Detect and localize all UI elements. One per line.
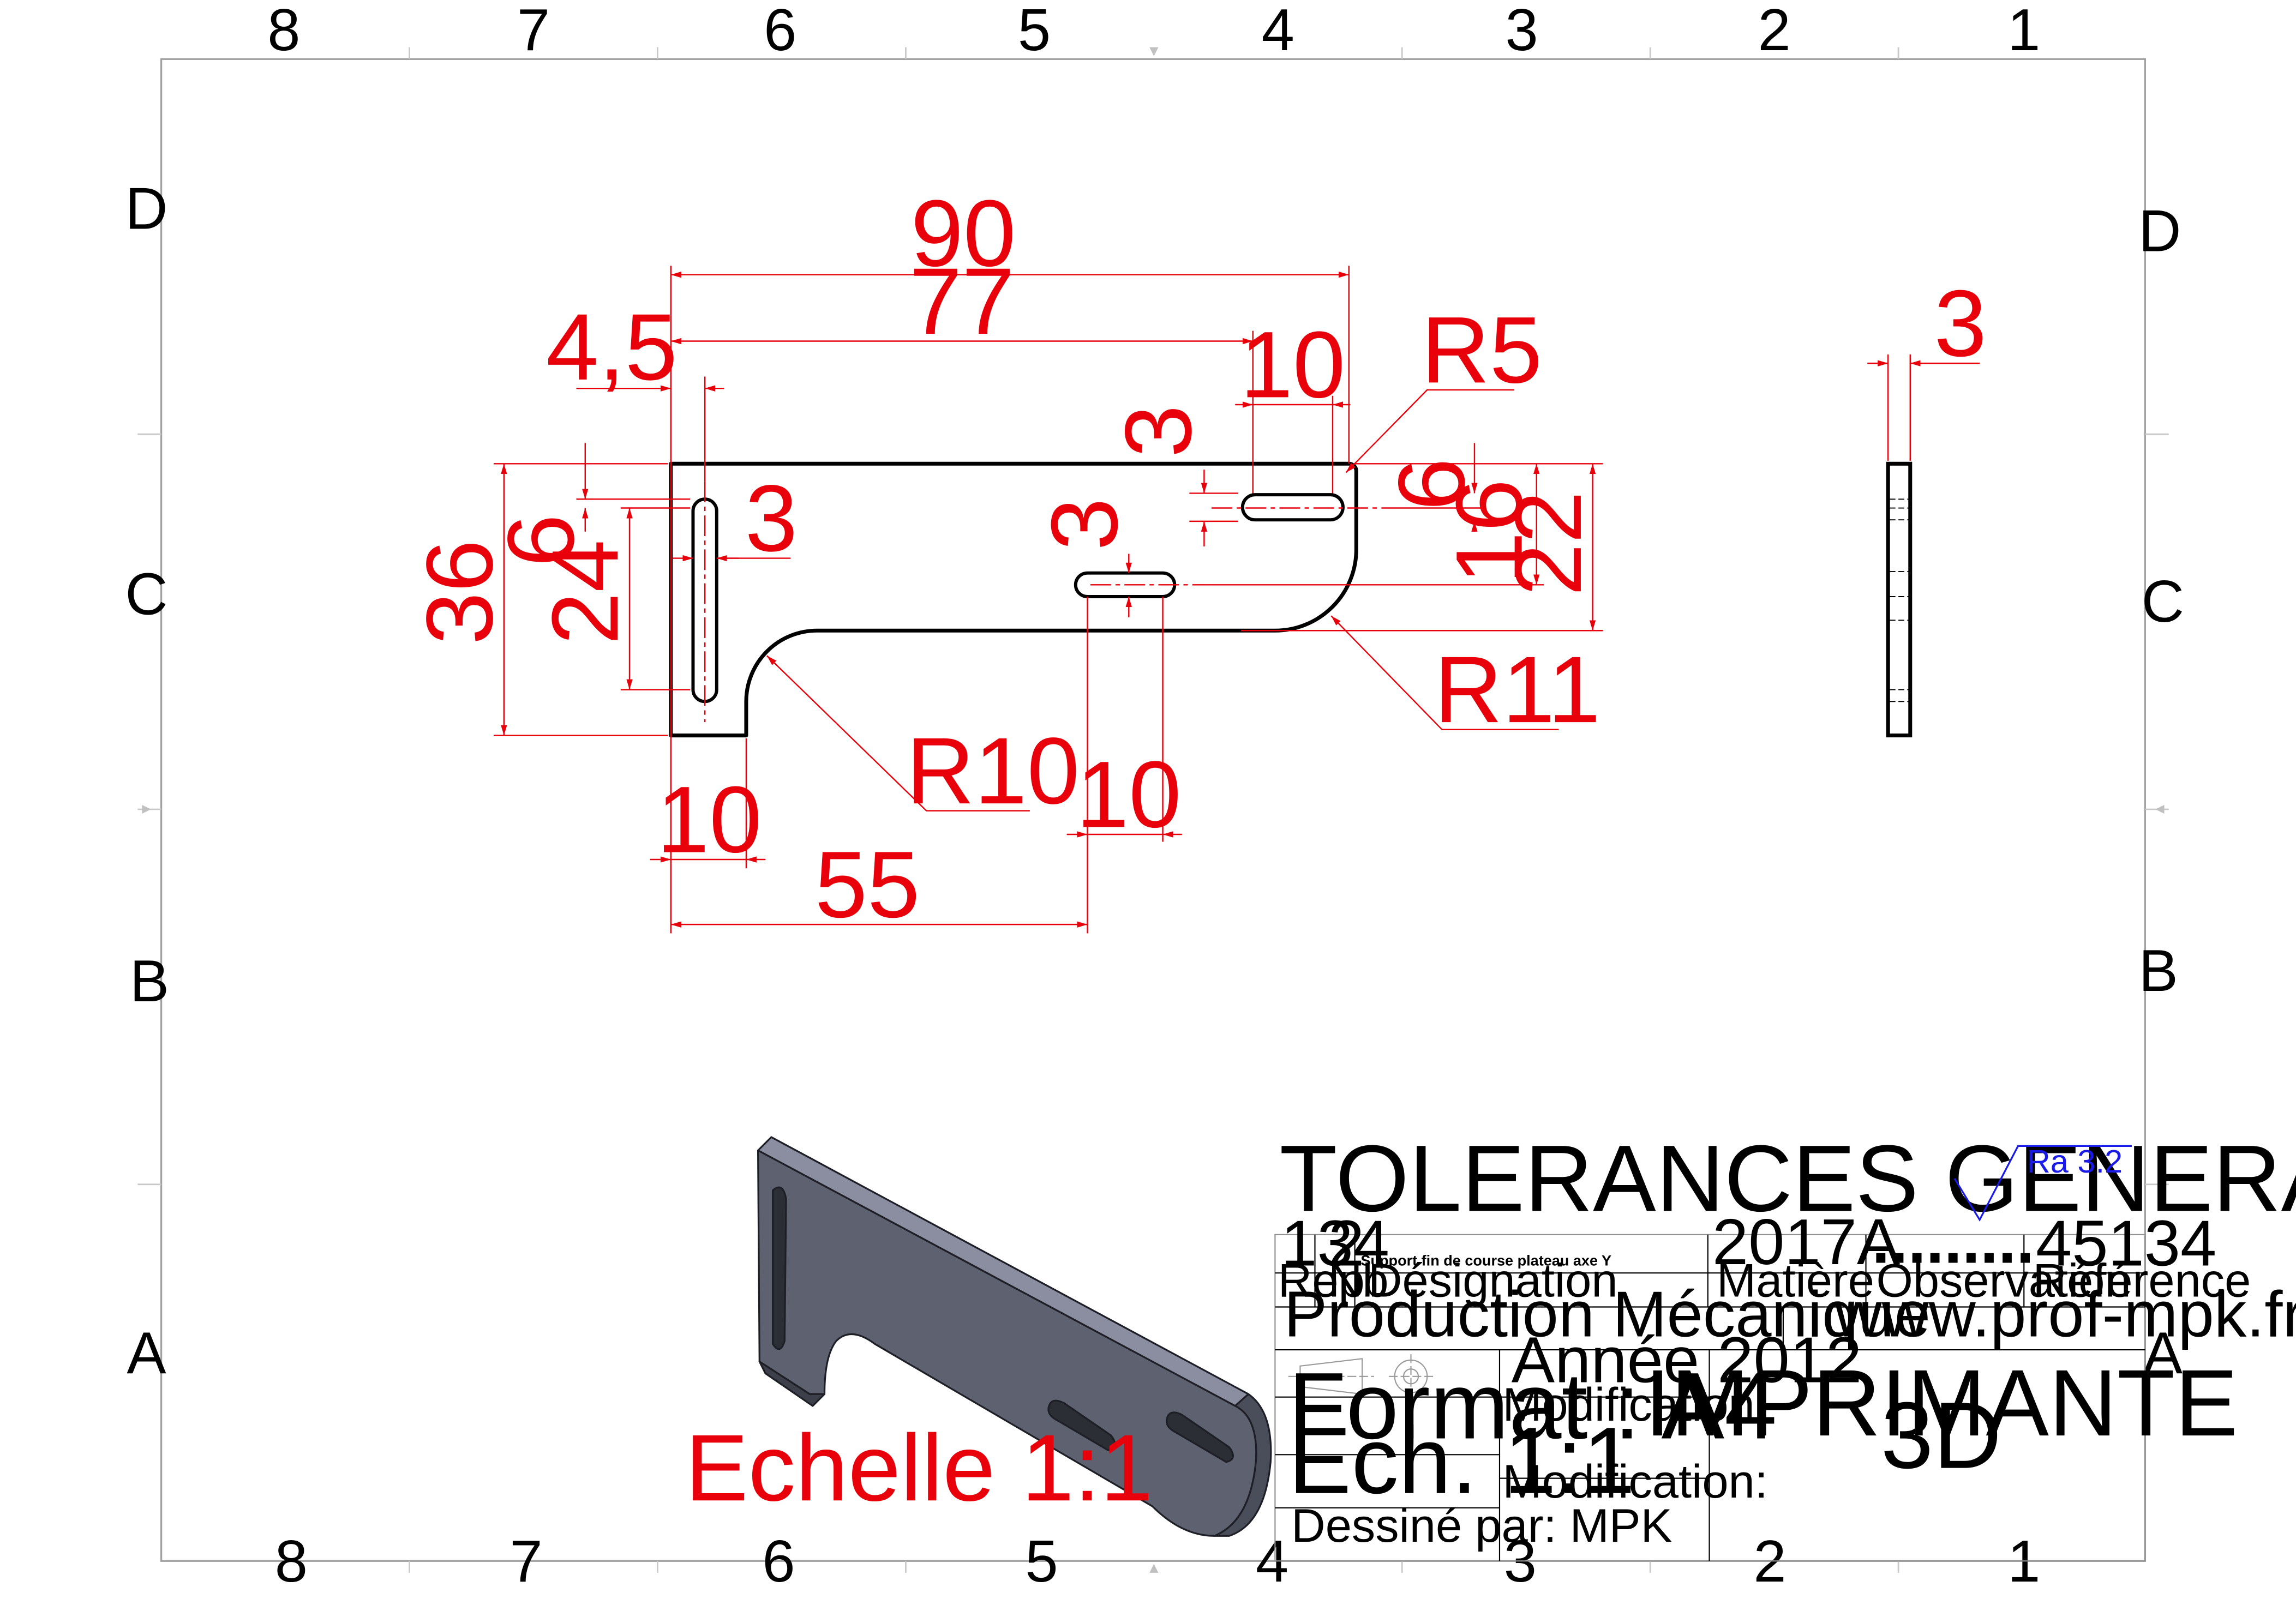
matiere-value: 2017A xyxy=(1712,1206,1901,1278)
dim-3-slot-left: 3 xyxy=(745,465,798,571)
zone-col-label: 2 xyxy=(1758,0,1791,63)
nb-value: 2 xyxy=(1328,1207,1364,1280)
dim-24: 24 xyxy=(532,539,638,645)
zone-col-label: 8 xyxy=(267,0,300,63)
tolerances-text: TOLERANCES GENERALES : ISO 2768 fH xyxy=(1280,1125,2296,1231)
modification-1: Modification: xyxy=(1502,1379,1767,1431)
reference-value: 45134 xyxy=(2036,1207,2216,1280)
nb-header: Nb xyxy=(1328,1255,1389,1307)
zone-col-label: 4 xyxy=(1262,0,1294,63)
centering-marks xyxy=(142,47,2165,1573)
zone-row-label: D xyxy=(2138,197,2181,263)
echelle-text: Ech. 1:1 xyxy=(1288,1408,1635,1513)
isometric-view xyxy=(757,1136,1272,1537)
annee-text: Année 2012 xyxy=(1512,1324,1862,1397)
zone-ticks xyxy=(137,47,2169,1573)
matiere-header: Matière xyxy=(1717,1255,1874,1307)
center-lines xyxy=(704,481,1382,723)
slot-right xyxy=(1240,493,1345,522)
zone-col-label: 6 xyxy=(764,0,796,63)
drawing-title-line2: 3D xyxy=(1881,1382,2002,1488)
observation-value: ......... xyxy=(1872,1204,2034,1277)
title-block: TOLERANCES GENERALES : ISO 2768 fH Ra 3.… xyxy=(1274,1125,2296,1562)
designation-header: Désignation xyxy=(1368,1255,1618,1307)
side-view xyxy=(1886,461,1913,738)
rep-value: 134 xyxy=(1281,1207,1389,1280)
front-view xyxy=(669,461,1382,738)
observation-header: Observation xyxy=(1877,1255,2131,1307)
dim-36: 36 xyxy=(406,539,512,645)
reference-header: Référence xyxy=(2033,1255,2251,1307)
zone-row-label: C xyxy=(2142,568,2184,634)
dim-4-5: 4,5 xyxy=(546,294,678,400)
part-outline xyxy=(669,461,1358,738)
scale-note: Echelle 1:1 xyxy=(685,1415,1153,1520)
dim-3-slot-middle: 3 xyxy=(1032,498,1137,550)
zone-row-label: A xyxy=(127,1320,166,1386)
dim-r10: R10 xyxy=(906,718,1080,823)
column-labels-top: 8 7 6 5 4 3 2 1 xyxy=(267,0,2040,63)
zone-row-label: B xyxy=(130,948,169,1014)
dim-10-slot-middle: 10 xyxy=(1076,741,1182,847)
dim-16: 16 xyxy=(1436,479,1542,584)
zone-col-label: 6 xyxy=(762,1528,795,1594)
zone-col-label: 8 xyxy=(275,1528,308,1594)
zone-col-label: 7 xyxy=(509,1528,542,1594)
iso-slot-1 xyxy=(772,1186,787,1350)
zone-row-label: A xyxy=(2143,1320,2183,1386)
dim-r11: R11 xyxy=(1434,636,1600,742)
dim-77: 77 xyxy=(909,248,1015,354)
roughness-value: Ra 3.2 xyxy=(2027,1143,2123,1180)
dim-6-left: 6 xyxy=(488,514,594,567)
production-text: Production Mécanique xyxy=(1284,1278,1931,1351)
dim-22: 22 xyxy=(1495,491,1601,596)
zone-col-label: 5 xyxy=(1018,0,1051,63)
iso-slot-2 xyxy=(1047,1399,1116,1451)
zone-row-label: B xyxy=(2139,937,2178,1003)
rep-header: Rep xyxy=(1278,1255,1365,1307)
designation-value: Support fin de course plateau axe Y xyxy=(1360,1252,1611,1269)
format-text: Format : A4 xyxy=(1288,1353,1777,1459)
dim-90: 90 xyxy=(911,180,1016,286)
dimension-lines xyxy=(493,266,1980,934)
zone-row-label: C xyxy=(125,561,167,627)
dimension-values: 90 77 4,5 10 R5 3 6 16 22 3 6 3 36 24 R1… xyxy=(406,180,1987,937)
row-labels-right: D C B A xyxy=(2138,197,2184,1386)
projection-symbol xyxy=(1288,1354,1434,1399)
row-labels-left: D C B A xyxy=(125,176,169,1386)
zone-col-label: 7 xyxy=(517,0,550,63)
website-text: www.prof-mpk.fr xyxy=(1835,1278,2296,1351)
dim-10-bottom: 10 xyxy=(657,766,762,872)
iso-front-face xyxy=(757,1149,1257,1537)
drawing-title-line1: IMPRIMANTE xyxy=(1645,1350,2238,1456)
zone-row-label: D xyxy=(125,176,167,242)
dim-thickness: 3 xyxy=(1934,270,1987,376)
dim-3-slot-right: 3 xyxy=(1105,405,1211,458)
dim-6-right: 6 xyxy=(1378,458,1484,510)
dim-55: 55 xyxy=(815,832,920,937)
iso-bottom-edge xyxy=(758,1361,826,1407)
dim-r5: R5 xyxy=(1422,297,1543,402)
dessine-text: Dessiné par: MPK xyxy=(1291,1500,1672,1552)
roughness-symbol xyxy=(1953,1145,2132,1222)
dim-10-slot: 10 xyxy=(1240,311,1345,417)
modification-2: Modification: xyxy=(1502,1456,1767,1508)
zone-col-label: 1 xyxy=(2007,0,2040,63)
zone-col-label: 3 xyxy=(1505,0,1538,63)
zone-col-label: 5 xyxy=(1025,1528,1058,1594)
iso-slot-3 xyxy=(1166,1411,1234,1463)
